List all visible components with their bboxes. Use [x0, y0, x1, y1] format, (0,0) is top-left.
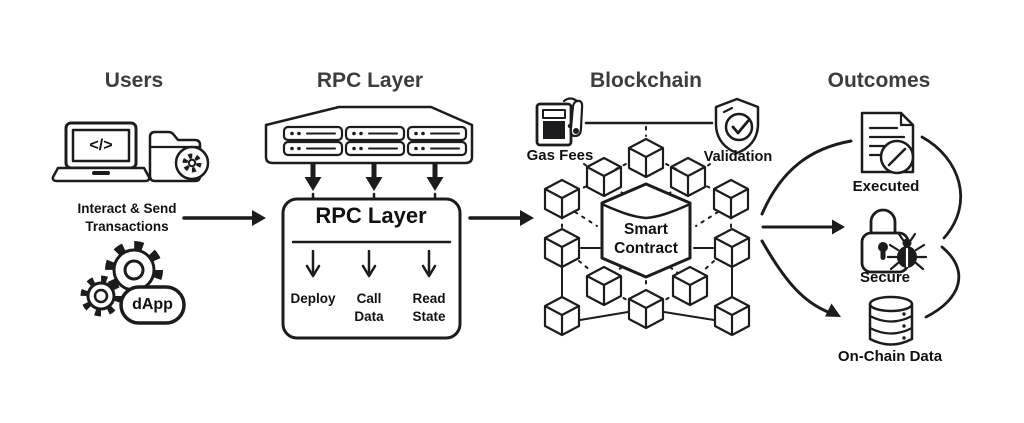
- folder-gear-icon: [148, 130, 210, 183]
- cube-node-icon: [712, 178, 750, 220]
- cube-node-icon: [543, 227, 581, 269]
- on-chain-data-label: On-Chain Data: [837, 348, 943, 365]
- rpc-box-title: RPC Layer: [315, 203, 427, 228]
- cube-node-icon: [671, 265, 709, 307]
- cube-node-icon: [713, 227, 751, 269]
- flow-arrow-rpc-blockchain: [468, 210, 534, 226]
- smart-contract-label: Smart Contract: [614, 220, 678, 258]
- rpc-box: [281, 197, 462, 340]
- call-data-label-line1: Call: [356, 291, 382, 306]
- laptop-code-icon: [51, 121, 151, 183]
- brace-curves: [920, 135, 962, 319]
- shield-check-icon: [714, 97, 760, 155]
- server-stack-icon: [406, 125, 468, 157]
- cube-node-icon: [713, 295, 751, 337]
- cube-node-icon: [669, 156, 707, 198]
- server-stack-icon: [344, 125, 406, 157]
- cube-node-icon: [627, 288, 665, 330]
- deploy-label-line1: Deploy: [290, 291, 336, 306]
- deploy-label: Deploy: [290, 290, 335, 308]
- blockchain-section-title: Blockchain: [589, 69, 703, 92]
- document-check-icon: [860, 111, 915, 175]
- down-arrow-icon: [304, 164, 444, 201]
- dapp-pill: [119, 285, 186, 325]
- cube-node-icon: [585, 156, 623, 198]
- smart-contract-box-icon: [600, 182, 692, 279]
- smart-contract-label-line2: Contract: [614, 240, 678, 257]
- gas-fees-label: Gas Fees: [526, 147, 594, 164]
- gas-pump-icon: [535, 97, 584, 147]
- laptop-code-glyph: </>: [89, 137, 113, 154]
- cube-nodes: [543, 137, 751, 337]
- outcomes-section-title: Outcomes: [827, 69, 931, 92]
- executed-label: Executed: [852, 178, 920, 195]
- server-stack-icon: [282, 125, 344, 157]
- smart-contract-label-line1: Smart: [624, 221, 668, 238]
- cube-node-icon: [585, 265, 623, 307]
- read-state-label-line2: State: [412, 309, 446, 324]
- interact-label-line2: Transactions: [85, 219, 169, 234]
- users-section-title: Users: [104, 69, 164, 92]
- cube-node-icon: [543, 295, 581, 337]
- call-data-label: Call Data: [354, 290, 383, 326]
- flow-arrow-users-rpc: [182, 210, 266, 226]
- database-icon: [868, 295, 914, 346]
- read-state-label: Read State: [412, 290, 445, 326]
- cube-node-icon: [627, 137, 665, 179]
- interact-label: Interact & Send Transactions: [77, 200, 176, 236]
- interact-label-line1: Interact & Send: [77, 201, 177, 216]
- rpc-section-title: RPC Layer: [316, 69, 424, 92]
- server-cluster-icon: [264, 105, 474, 165]
- call-data-label-line2: Data: [354, 309, 384, 324]
- bug-icon: [886, 232, 928, 271]
- cube-node-icon: [543, 178, 581, 220]
- gears-icon: [80, 241, 163, 317]
- read-state-label-line1: Read: [412, 291, 446, 306]
- flow-branches: [760, 139, 853, 317]
- validation-label: Validation: [703, 149, 773, 165]
- dapp-label: dApp: [132, 296, 173, 313]
- secure-label: Secure: [859, 269, 911, 286]
